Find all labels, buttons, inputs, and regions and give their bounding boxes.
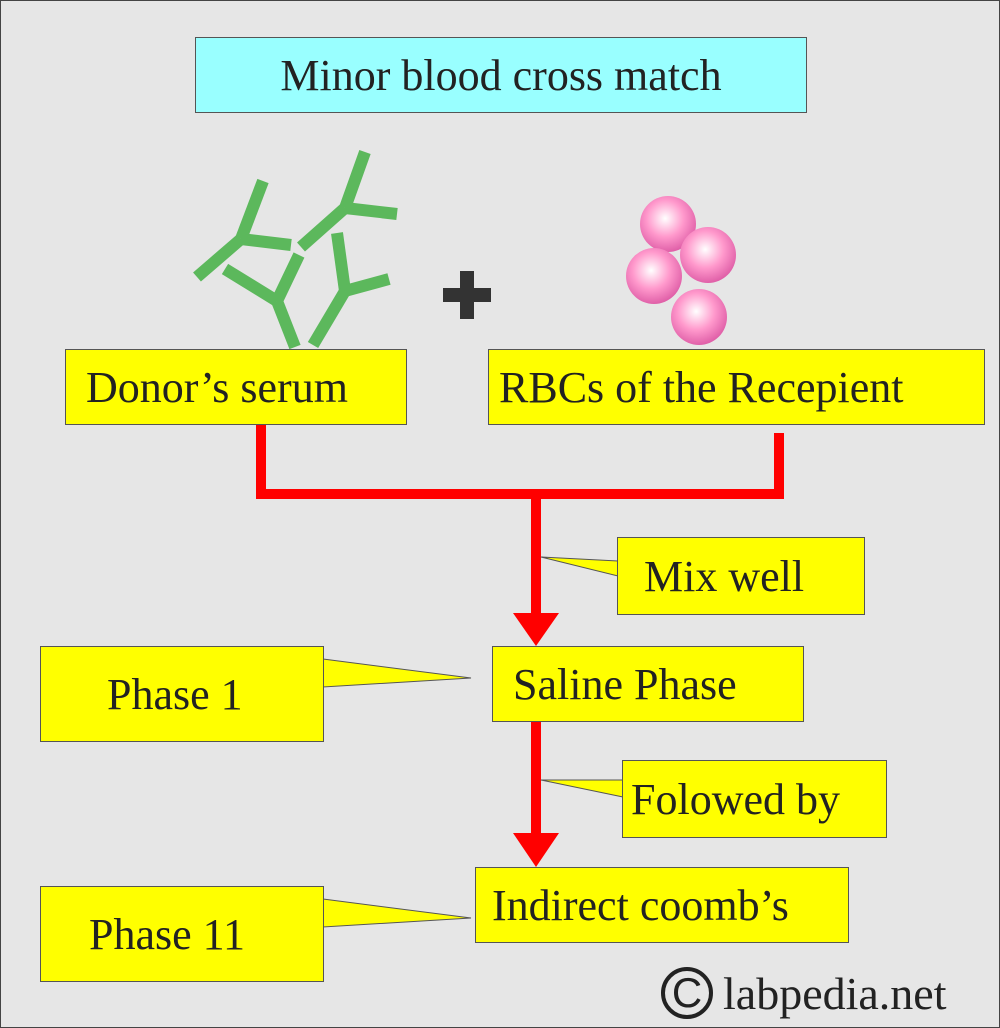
- saline-phase-box: Saline Phase: [492, 646, 804, 722]
- watermark: C labpedia.net: [661, 961, 947, 1025]
- mix-arrow-shaft: [531, 499, 541, 617]
- followed-by-label: Folowed by: [622, 760, 887, 838]
- donor-serum-box: Donor’s serum: [65, 349, 407, 425]
- antibody-icon: [193, 149, 398, 350]
- followed-arrow-head: [513, 833, 559, 867]
- left-drop-line: [256, 425, 266, 497]
- watermark-text: labpedia.net: [723, 967, 947, 1019]
- callout-pointers: [322, 556, 624, 928]
- phase-1-callout: Phase 1: [40, 646, 324, 742]
- phase2-pointer: [322, 898, 472, 928]
- right-drop-line: [774, 433, 784, 497]
- followed-arrow-shaft: [531, 722, 541, 836]
- flow-connectors: [256, 425, 784, 867]
- followed-pointer: [540, 779, 624, 798]
- mix-pointer: [540, 556, 619, 577]
- phase-11-callout: Phase 11: [40, 886, 324, 982]
- indirect-coombs-box: Indirect coomb’s: [475, 867, 849, 943]
- copyright-icon: C: [661, 967, 713, 1019]
- phase1-pointer: [322, 658, 472, 688]
- diagram-title: Minor blood cross match: [195, 37, 807, 113]
- red-blood-cells-icon: [626, 196, 736, 345]
- mix-arrow-head: [513, 613, 559, 646]
- recipient-rbc-box: RBCs of the Recepient: [488, 349, 985, 425]
- join-line: [256, 489, 784, 499]
- plus-icon: [443, 271, 491, 319]
- mix-well-label: Mix well: [617, 537, 865, 615]
